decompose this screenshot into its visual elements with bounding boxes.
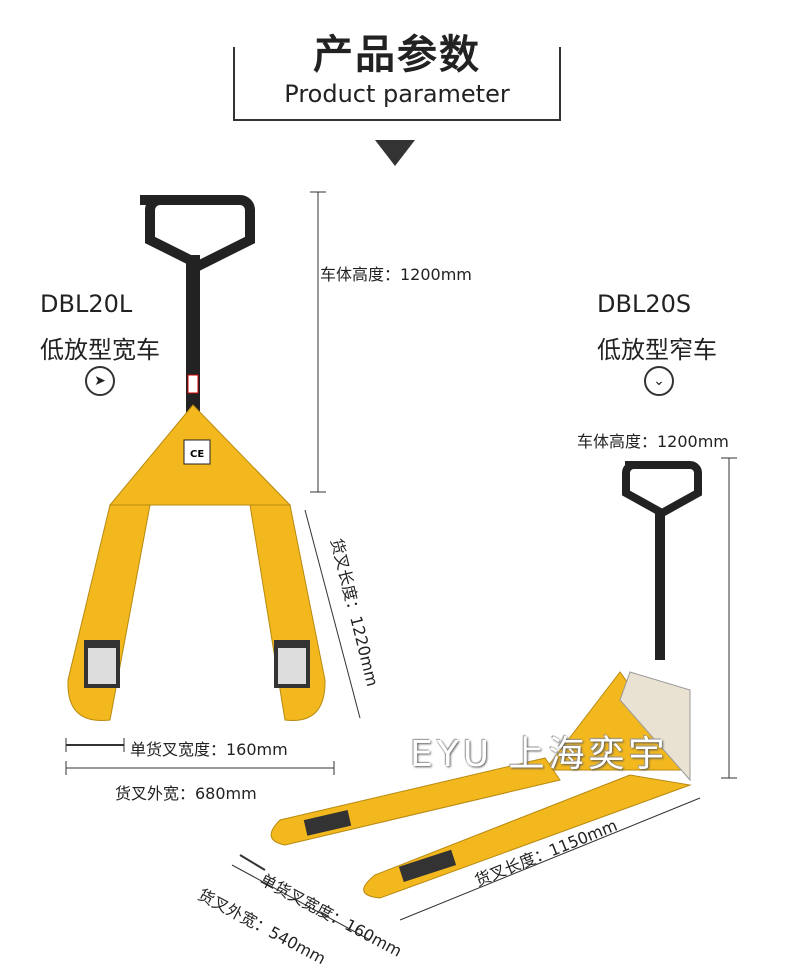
left-model-name: 低放型宽车 [40,336,160,364]
svg-text:CE: CE [190,449,204,460]
right-model-name: 低放型窄车 [597,336,717,364]
right-model-code: DBL20S [597,290,692,318]
left-model-code: DBL20L [40,290,133,318]
left-single-fork-width-label: 单货叉宽度：160mm [130,740,288,759]
left-pallet-truck-image: CE [67,195,326,721]
right-pallet-truck-image [270,461,702,899]
watermark: EYU 上海奕宇 [410,734,669,775]
right-height-label: 车体高度：1200mm [577,432,729,451]
left-height-label: 车体高度：1200mm [320,265,472,284]
arrow-down-circle-icon: ⌄ [644,366,674,396]
header-title-cn: 产品参数 [233,22,561,80]
header-frame [233,47,561,121]
dimension-lines [65,191,737,941]
triangle-down-icon [375,140,415,166]
header-title-en: Product parameter [284,80,510,108]
left-fork-outer-width-label: 货叉外宽：680mm [115,784,257,803]
arrow-right-circle-icon: ➤ [85,366,115,396]
